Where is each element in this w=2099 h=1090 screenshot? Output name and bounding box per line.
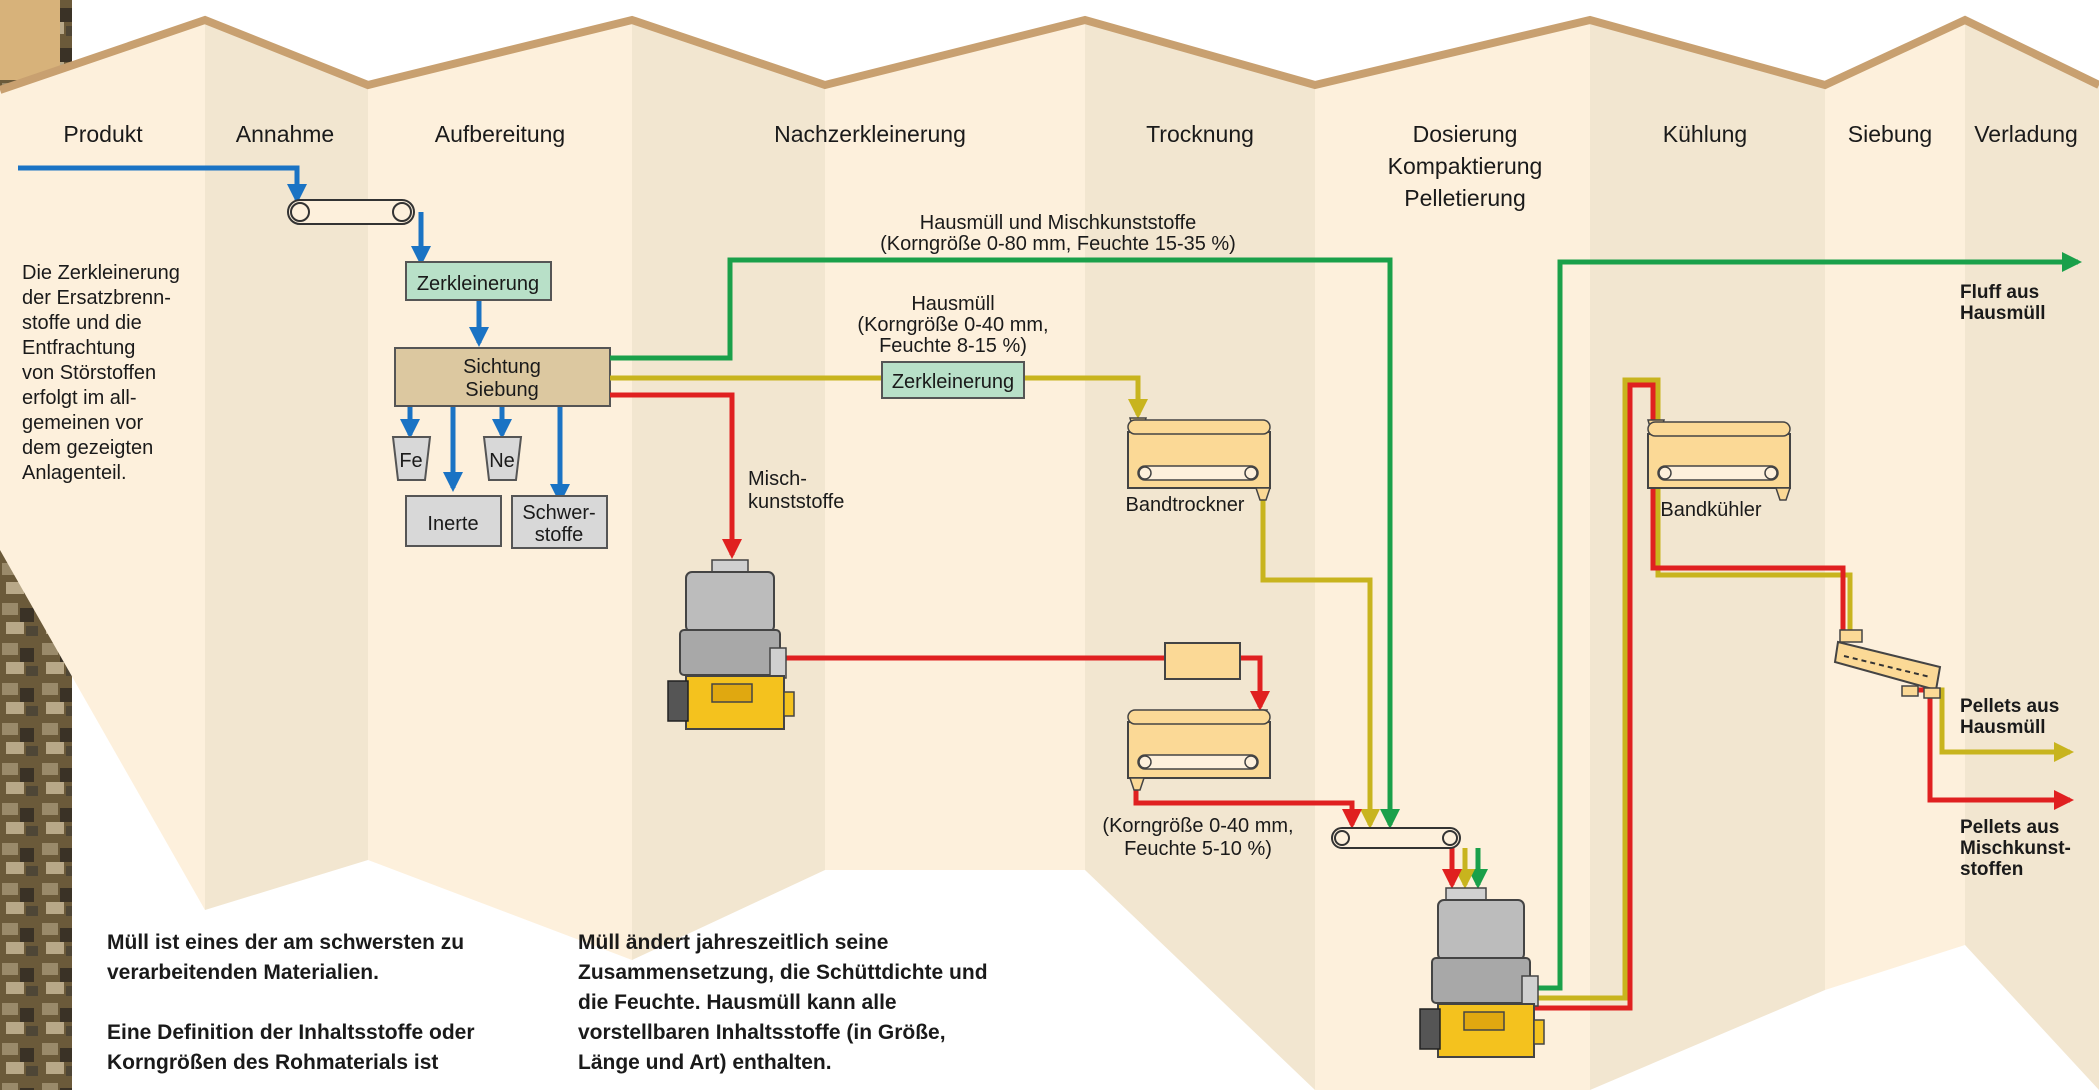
red-dry-label: (Korngröße 0-40 mm, Feuchte 5-10 %) — [1102, 815, 1293, 860]
green-flow-label: Hausmüll und Mischkunststoffe (Korngröße… — [880, 212, 1236, 255]
sichtung-siebung-box: Sichtung Siebung — [394, 347, 611, 407]
svg-text:Sichtung: Sichtung — [463, 356, 541, 378]
green-flow — [610, 252, 2082, 991]
svg-text:Die Zerkleinerung: Die Zerkleinerung — [22, 262, 180, 284]
stage-nachzerkleinerung: Nachzerkleinerung — [774, 121, 966, 147]
svg-text:Schwer-: Schwer- — [522, 502, 595, 524]
svg-text:Bandtrockner: Bandtrockner — [1126, 494, 1245, 516]
yellow-flow — [610, 375, 2074, 1001]
svg-text:Inerte: Inerte — [427, 513, 478, 535]
text-right: Müll ändert jahreszeitlich seine Zusamme… — [578, 931, 988, 1074]
svg-text:Misch-: Misch- — [748, 468, 807, 490]
svg-text:stoffe und die: stoffe und die — [22, 312, 142, 334]
stage-annahme: Annahme — [236, 121, 334, 147]
stage-siebung: Siebung — [1848, 121, 1932, 147]
svg-text:Entfrachtung: Entfrachtung — [22, 337, 135, 359]
svg-text:Mischkunst-: Mischkunst- — [1960, 838, 2071, 859]
stage-aufbereitung: Aufbereitung — [435, 121, 565, 147]
stage-dosierung: Dosierung — [1413, 121, 1518, 147]
svg-text:Anlagenteil.: Anlagenteil. — [22, 462, 127, 484]
bandtrockner-2 — [1127, 709, 1271, 791]
output-fluff: Fluff aus Hausmüll — [1960, 282, 2046, 324]
screen-siebung — [1833, 629, 1942, 699]
svg-text:Zerkleinerung: Zerkleinerung — [892, 371, 1014, 393]
svg-text:Zerkleinerung: Zerkleinerung — [417, 273, 539, 295]
dosing-box — [1164, 642, 1241, 680]
svg-text:erfolgt im all-: erfolgt im all- — [22, 387, 136, 409]
conveyor-dosierung — [1331, 827, 1461, 849]
svg-text:Siebung: Siebung — [465, 379, 538, 401]
svg-text:Bandkühler: Bandkühler — [1660, 499, 1762, 521]
bin-fe: Fe — [391, 436, 432, 481]
svg-text:dem gezeigten: dem gezeigten — [22, 437, 153, 459]
svg-text:kunststoffe: kunststoffe — [748, 491, 844, 513]
stage-produkt: Produkt — [63, 121, 143, 147]
blue-flow — [18, 165, 570, 504]
svg-text:Pellets aus: Pellets aus — [1960, 817, 2059, 838]
stage-pelletierung: Pelletierung — [1404, 185, 1525, 211]
text-left: Müll ist eines der am schwersten zu vera… — [107, 931, 475, 1074]
svg-text:Fluff aus: Fluff aus — [1960, 282, 2039, 303]
yellow-flow-label: Hausmüll (Korngröße 0-40 mm, Feuchte 8-1… — [857, 293, 1048, 357]
stage-trocknung: Trocknung — [1146, 121, 1254, 147]
box-inerte: Inerte — [405, 495, 502, 547]
zerkleinerung-box-1: Zerkleinerung — [405, 261, 552, 301]
svg-text:Hausmüll und Mischkunststoffe: Hausmüll und Mischkunststoffe — [920, 212, 1196, 234]
conveyor-annahme — [287, 199, 415, 225]
stage-kuehlung: Kühlung — [1663, 121, 1747, 147]
svg-text:Feuchte 8-15 %): Feuchte 8-15 %) — [879, 335, 1027, 357]
svg-text:Hausmüll: Hausmüll — [1960, 717, 2046, 738]
svg-text:Feuchte 5-10 %): Feuchte 5-10 %) — [1124, 838, 1272, 860]
zerkleinerung-box-2: Zerkleinerung — [881, 361, 1025, 399]
red-flow-label: Misch- kunststoffe — [748, 468, 844, 513]
bandtrockner-1: Bandtrockner — [1126, 417, 1272, 516]
red-flow — [610, 382, 2074, 1011]
svg-text:von Störstoffen: von Störstoffen — [22, 362, 156, 384]
output-pellets-hausmuell: Pellets aus Hausmüll — [1960, 696, 2059, 738]
svg-text:(Korngröße 0-40 mm,: (Korngröße 0-40 mm, — [1102, 815, 1293, 837]
pellet-press-1 — [667, 559, 795, 730]
svg-text:(Korngröße 0-80 mm, Feuchte 15: (Korngröße 0-80 mm, Feuchte 15-35 %) — [880, 233, 1236, 255]
svg-text:Hausmüll: Hausmüll — [911, 293, 994, 315]
stage-kompaktierung: Kompaktierung — [1388, 153, 1543, 179]
svg-text:Ne: Ne — [489, 450, 515, 472]
svg-text:Pellets aus: Pellets aus — [1960, 696, 2059, 717]
pellet-press-2 — [1419, 887, 1545, 1058]
bin-ne: Ne — [482, 436, 523, 481]
svg-text:der Ersatzbrenn-: der Ersatzbrenn- — [22, 287, 171, 309]
photo-strip-top — [0, 0, 60, 80]
bandkuehler: Bandkühler — [1647, 419, 1792, 521]
roof-line — [0, 15, 2099, 94]
svg-text:(Korngröße 0-40 mm,: (Korngröße 0-40 mm, — [857, 314, 1048, 336]
side-note: Die Zerkleinerung der Ersatzbrenn- stoff… — [22, 262, 180, 484]
box-schwerstoffe: Schwer- stoffe — [511, 495, 608, 549]
svg-text:Fe: Fe — [399, 450, 422, 472]
svg-text:stoffe: stoffe — [535, 524, 584, 546]
output-pellets-mischkunststoffe: Pellets aus Mischkunst- stoffen — [1960, 817, 2071, 880]
stage-verladung: Verladung — [1974, 121, 2078, 147]
svg-text:gemeinen vor: gemeinen vor — [22, 412, 144, 434]
svg-text:Hausmüll: Hausmüll — [1960, 303, 2046, 324]
svg-text:stoffen: stoffen — [1960, 859, 2023, 880]
